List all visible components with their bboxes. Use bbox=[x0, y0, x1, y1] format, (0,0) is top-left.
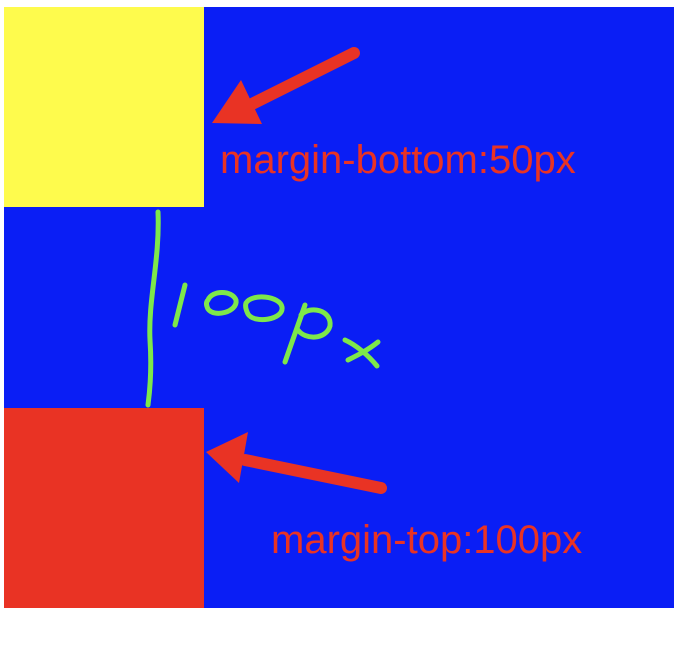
red-box bbox=[4, 408, 204, 608]
yellow-box bbox=[4, 7, 204, 207]
margin-top-label: margin-top:100px bbox=[271, 518, 583, 562]
margin-bottom-label: margin-bottom:50px bbox=[220, 138, 576, 182]
